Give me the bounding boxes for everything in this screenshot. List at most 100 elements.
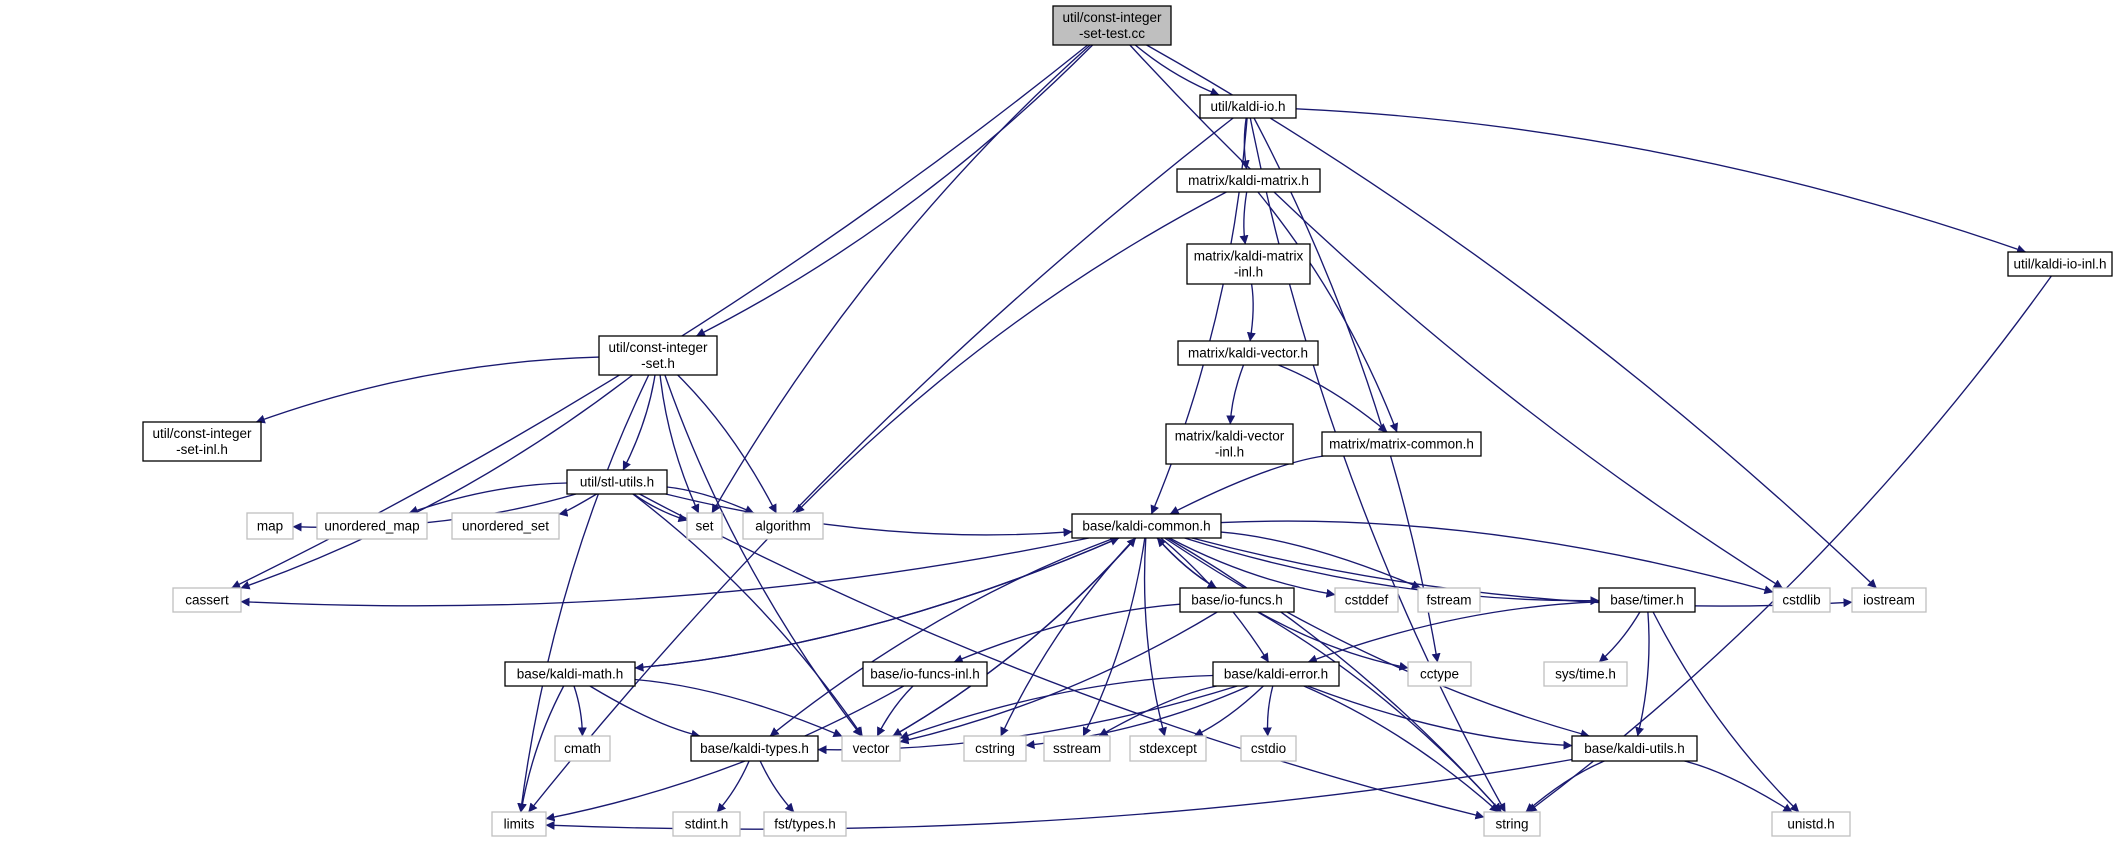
node-cassert: cassert [172, 587, 242, 613]
edge-kaldi-utils-to-unistd [1684, 760, 1793, 813]
node-box [963, 735, 1027, 762]
edge-kaldi-common-to-fstream [1220, 531, 1421, 589]
edge-kaldi-common-to-kaldi-utils [1164, 537, 1590, 739]
edge-kaldi-matrix-to-kaldi-matrix-inl [1239, 191, 1249, 245]
node-label: algorithm [755, 519, 811, 534]
edge-matrix-common-to-kaldi-common [1169, 455, 1324, 515]
node-kaldi-matrix[interactable]: matrix/kaldi-matrix.h [1176, 168, 1321, 193]
node-unordered_set: unordered_set [451, 512, 560, 540]
edge-kaldi-math-to-vector [634, 678, 843, 738]
node-label: cstring [975, 741, 1015, 756]
node-label: limits [504, 817, 535, 832]
edge-stl-utils-to-algorithm [666, 486, 755, 514]
node-box [566, 469, 668, 495]
edge-kaldi-io-inl-to-string [1527, 275, 2052, 813]
node-box [1543, 661, 1628, 687]
node-box [763, 811, 847, 837]
node-box [690, 735, 819, 762]
node-label: string [1495, 817, 1528, 832]
edge-io-funcs-to-string [1257, 611, 1502, 813]
node-cstring: cstring [963, 735, 1027, 762]
node-const-integer-set[interactable]: util/const-integer-set.h [598, 335, 718, 376]
edge-stl-utils-to-vector [632, 493, 863, 737]
edge-io-funcs-inl-to-vector [876, 685, 914, 737]
node-kaldi-utils[interactable]: base/kaldi-utils.h [1571, 735, 1698, 762]
edge-vector-to-kaldi-common [892, 537, 1137, 737]
node-io-funcs[interactable]: base/io-funcs.h [1179, 587, 1295, 613]
edge-root-to-const-integer-set [695, 44, 1094, 337]
edge-stl-utils-to-kaldi-common [665, 493, 1073, 537]
node-label: matrix/kaldi-matrix.h [1188, 173, 1309, 188]
node-vector: vector [841, 735, 901, 762]
node-label: util/stl-utils.h [580, 475, 654, 490]
node-label: iostream [1863, 593, 1915, 608]
edge-io-funcs-inl-to-limits [545, 685, 905, 822]
node-box [1212, 661, 1340, 687]
node-const-integer-set-inl[interactable]: util/const-integer-set-inl.h [142, 421, 262, 462]
node-box [862, 661, 988, 687]
node-kaldi-io[interactable]: util/kaldi-io.h [1199, 94, 1297, 119]
node-kaldi-matrix-inl[interactable]: matrix/kaldi-matrix-inl.h [1186, 243, 1311, 285]
edge-kaldi-error-to-sstream [1098, 685, 1217, 737]
node-timer[interactable]: base/timer.h [1598, 587, 1696, 613]
node-box [142, 421, 262, 462]
edge-const-integer-set-to-cassert [240, 374, 634, 590]
node-box [1851, 587, 1927, 613]
node-label: cstdlib [1782, 593, 1820, 608]
node-kaldi-types[interactable]: base/kaldi-types.h [690, 735, 819, 762]
node-label: stdint.h [685, 817, 729, 832]
node-limits: limits [491, 811, 547, 837]
node-kaldi-vector-inl[interactable]: matrix/kaldi-vector-inl.h [1165, 423, 1294, 465]
node-label: stdexcept [1139, 741, 1197, 756]
node-label: base/kaldi-error.h [1224, 667, 1328, 682]
node-label: cstddef [1345, 593, 1389, 608]
node-root[interactable]: util/const-integer-set-test.cc [1052, 5, 1172, 46]
node-box [1165, 423, 1294, 465]
edge-root-to-cstdlib [1129, 44, 1783, 589]
node-kaldi-vector[interactable]: matrix/kaldi-vector.h [1177, 340, 1319, 366]
edge-stl-utils-to-string [639, 493, 1485, 820]
edge-const-integer-set-to-set [659, 374, 700, 514]
edge-kaldi-common-to-sstream [1082, 537, 1146, 737]
node-label: map [257, 519, 283, 534]
edge-io-funcs-to-cctype [1258, 611, 1409, 671]
edge-kaldi-types-to-stdint [716, 760, 750, 813]
edge-kaldi-error-to-cstdio [1262, 685, 1274, 737]
node-label: sys/time.h [1555, 667, 1616, 682]
node-kaldi-error[interactable]: base/kaldi-error.h [1212, 661, 1340, 687]
node-kaldi-io-inl[interactable]: util/kaldi-io-inl.h [2007, 251, 2113, 277]
node-label: cmath [564, 741, 601, 756]
node-box [1417, 587, 1481, 613]
node-set: set [686, 512, 723, 540]
node-kaldi-math[interactable]: base/kaldi-math.h [504, 661, 636, 687]
node-io-funcs-inl[interactable]: base/io-funcs-inl.h [862, 661, 988, 687]
node-cstddef: cstddef [1334, 587, 1399, 613]
edge-const-integer-set-to-vector [664, 374, 862, 737]
node-box [1177, 340, 1319, 366]
node-box [841, 735, 901, 762]
edge-const-integer-set-to-stl-utils [622, 374, 656, 471]
node-label: -set-test.cc [1079, 26, 1145, 41]
node-stl-utils[interactable]: util/stl-utils.h [566, 469, 668, 495]
node-stdint: stdint.h [672, 811, 741, 837]
node-cctype: cctype [1407, 661, 1472, 687]
node-map: map [246, 512, 294, 540]
node-cstdio: cstdio [1240, 735, 1297, 762]
edge-kaldi-math-to-kaldi-common [634, 537, 1120, 669]
node-iostream: iostream [1851, 587, 1927, 613]
node-label: unordered_set [462, 519, 549, 534]
edge-stl-utils-to-unordered_map [408, 482, 568, 515]
node-cstdlib: cstdlib [1772, 587, 1831, 613]
node-label: cctype [1420, 667, 1459, 682]
node-matrix-common[interactable]: matrix/matrix-common.h [1321, 431, 1482, 457]
node-label: fst/types.h [774, 817, 836, 832]
edge-kaldi-common-to-vector [892, 537, 1137, 737]
edge-root-to-iostream [1146, 44, 1877, 589]
node-label: fstream [1426, 593, 1471, 608]
edge-kaldi-common-to-cstdlib [1220, 520, 1774, 595]
edge-kaldi-math-to-limits [518, 685, 565, 813]
node-kaldi-common[interactable]: base/kaldi-common.h [1071, 513, 1222, 539]
edge-kaldi-utils-to-string [1525, 760, 1605, 813]
node-label: set [695, 519, 713, 534]
